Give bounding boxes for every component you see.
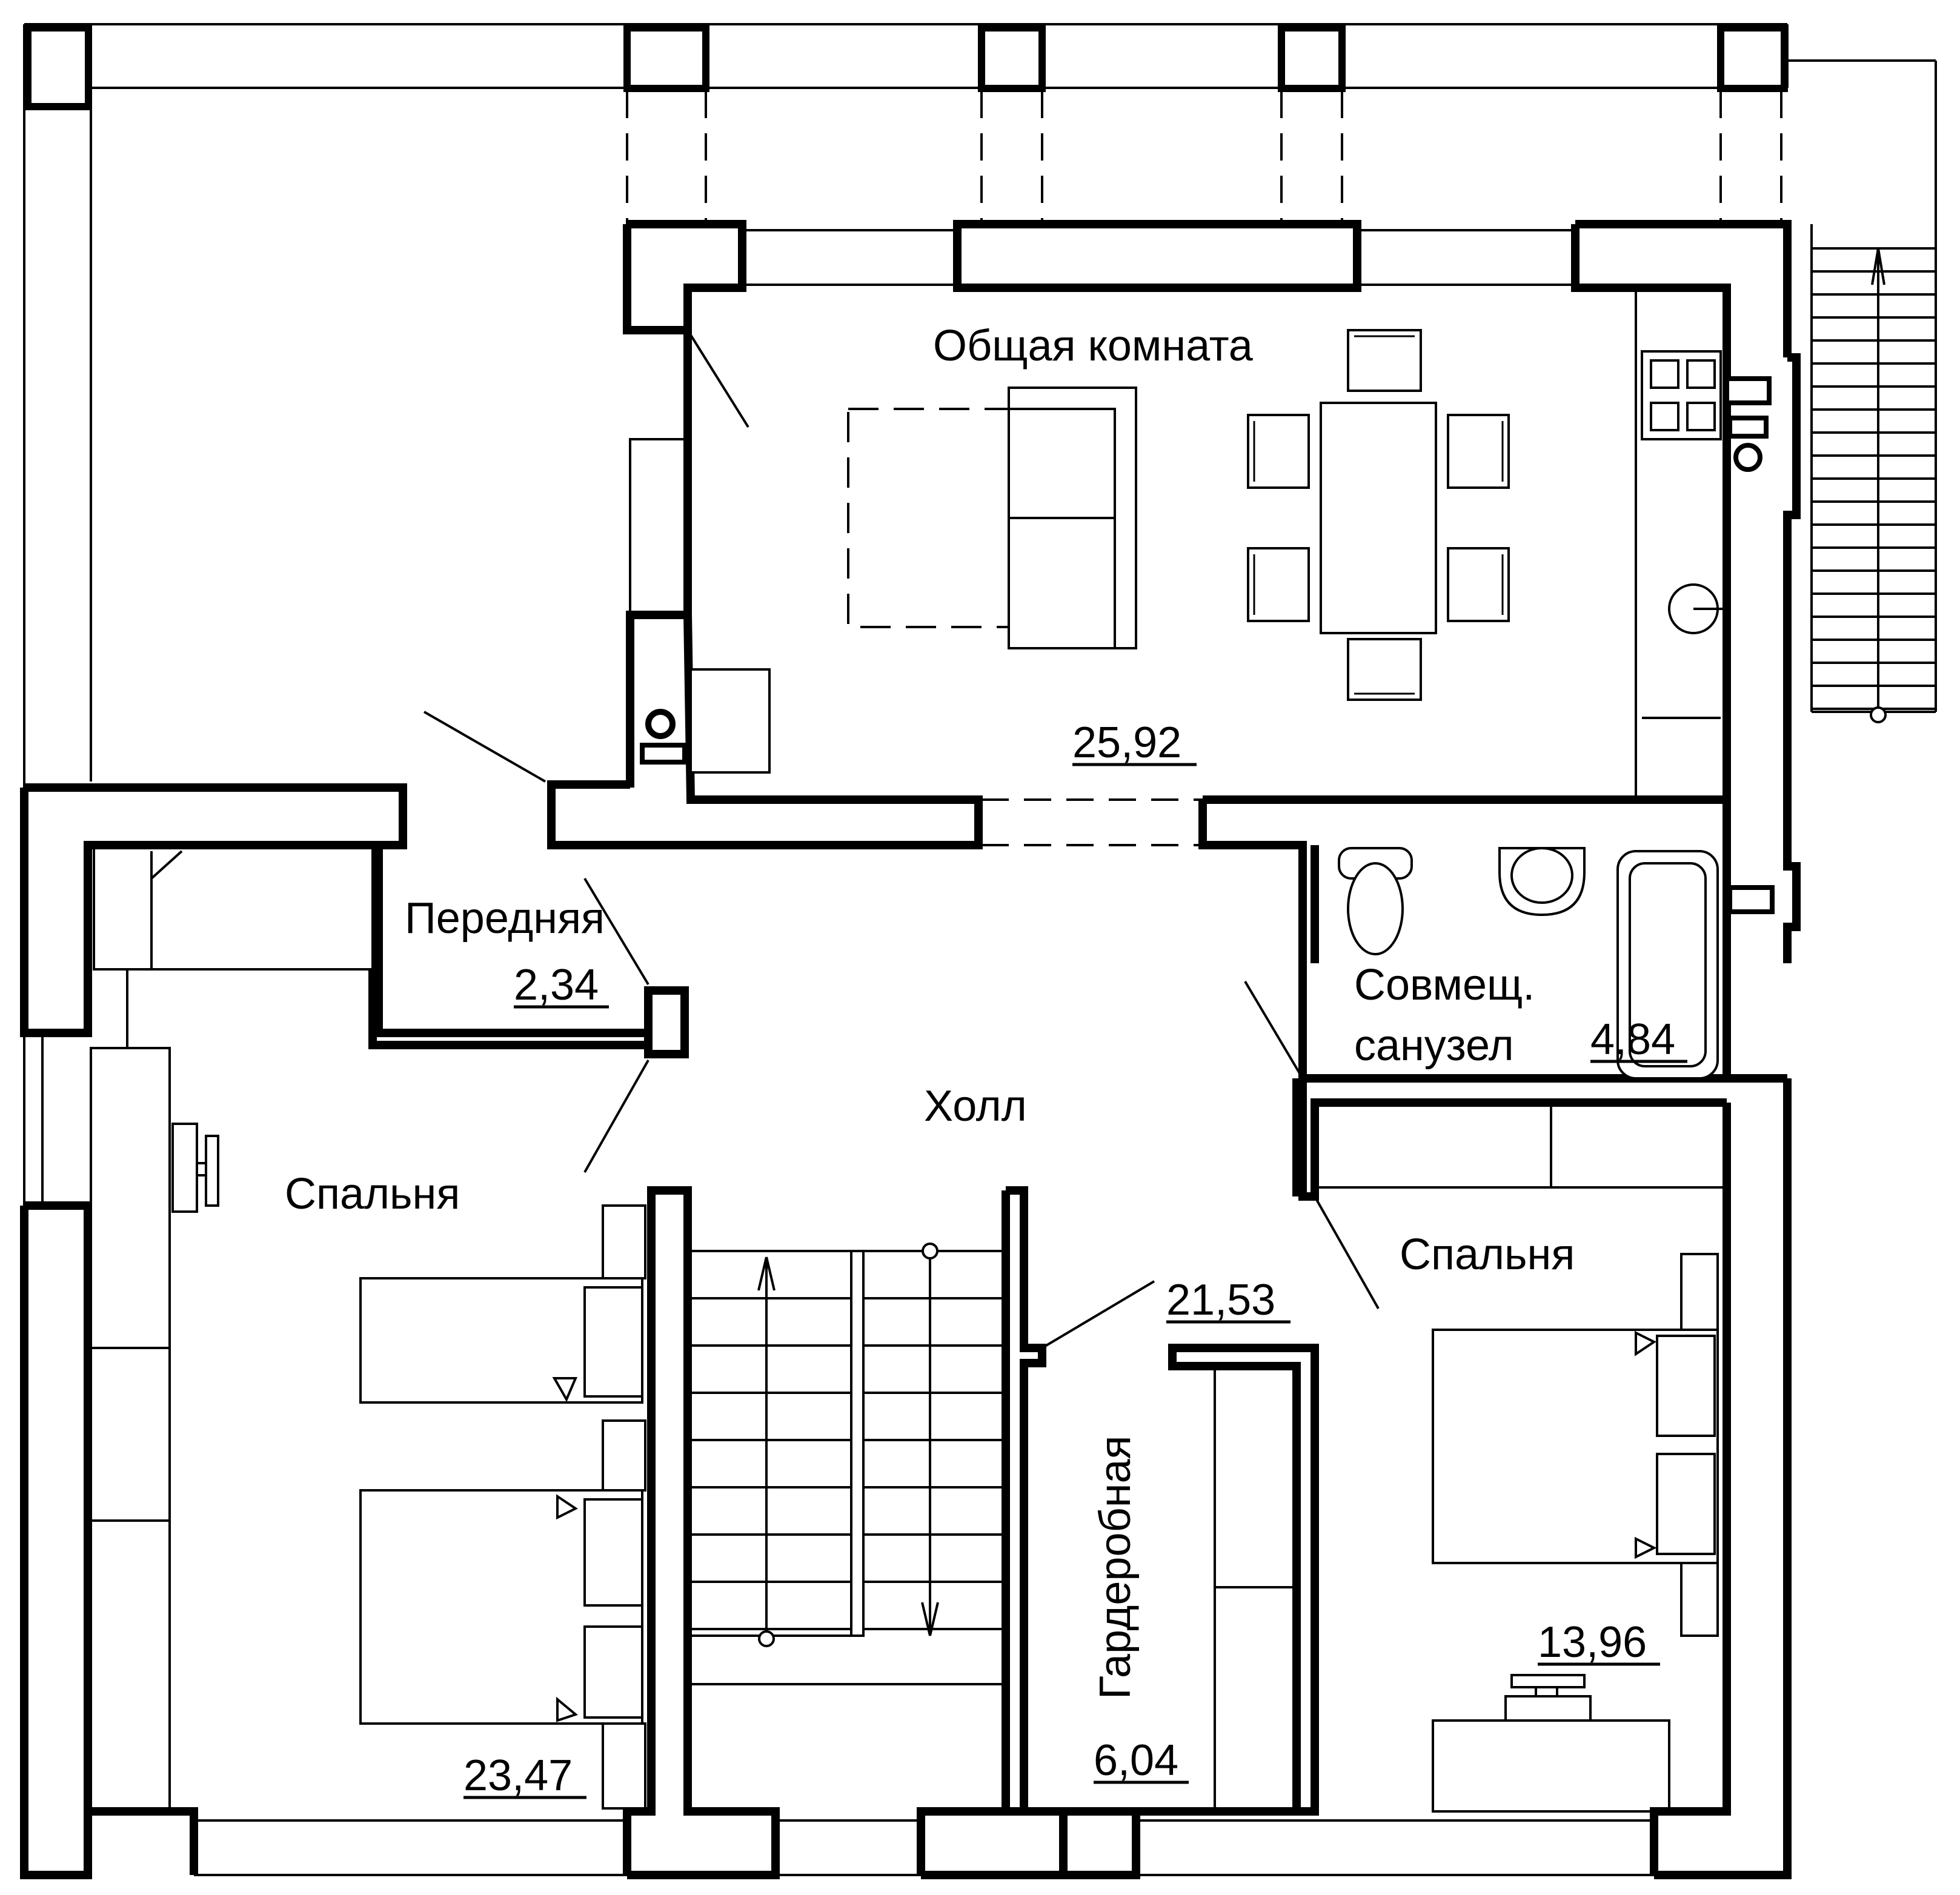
hall-name: Холл bbox=[924, 1082, 1027, 1130]
terrace-outline bbox=[23, 23, 1937, 788]
door-swings bbox=[424, 329, 1380, 1349]
entry-name: Передняя bbox=[405, 894, 605, 943]
bedroom-left-area: 23,47 bbox=[463, 1751, 573, 1800]
entry-area: 2,34 bbox=[514, 961, 599, 1009]
living-furniture bbox=[629, 287, 1772, 801]
bedroom-right-area: 13,96 bbox=[1538, 1618, 1647, 1667]
bathroom-area: 4,84 bbox=[1590, 1015, 1675, 1064]
bedroom-left-furniture bbox=[90, 847, 646, 1816]
wardrobe-name: Гардеробная bbox=[1091, 1435, 1140, 1699]
beam-dashes bbox=[626, 91, 1782, 224]
bathroom-name-line1: Совмещ. bbox=[1354, 961, 1535, 1009]
external-stair bbox=[1810, 224, 1936, 723]
bedroom-right-name: Спальня bbox=[1400, 1230, 1575, 1279]
hall-area: 21,53 bbox=[1166, 1276, 1275, 1324]
room-labels: Общая комната 25,92 Передняя 2,34 Холл 2… bbox=[285, 322, 1687, 1800]
living-room-area: 25,92 bbox=[1072, 719, 1181, 767]
bathroom-fixtures bbox=[1338, 847, 1775, 1080]
bedroom-left-name: Спальня bbox=[285, 1170, 460, 1218]
internal-stair bbox=[691, 1243, 1006, 1685]
bathroom-name-line2: санузел bbox=[1354, 1021, 1514, 1070]
wardrobe-shelving bbox=[1214, 1365, 1298, 1810]
terrace-columns bbox=[24, 24, 1788, 110]
living-room-name: Общая комната bbox=[933, 322, 1254, 370]
bedroom-right-furniture bbox=[1317, 1104, 1725, 1813]
walls bbox=[20, 220, 1801, 1879]
wardrobe-area: 6,04 bbox=[1094, 1736, 1178, 1785]
openings bbox=[982, 90, 1781, 846]
